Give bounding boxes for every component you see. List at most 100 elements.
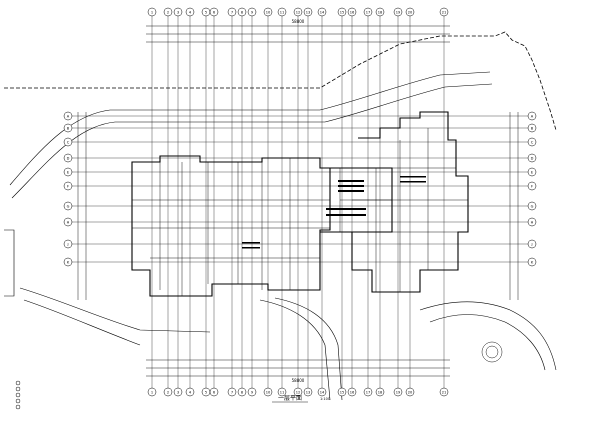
bottom-overall-dimension: 58800 <box>292 378 305 383</box>
axis-right-D-label: D <box>531 156 534 160</box>
axis-top-17-label: 17 <box>366 10 371 14</box>
axis-top-21: 21 <box>439 7 449 17</box>
axis-bottom-6: 6 <box>209 387 219 397</box>
axis-top-2-label: 2 <box>167 10 169 14</box>
axis-right-K-label: K <box>531 260 534 264</box>
axis-left-F-label: F <box>67 184 69 188</box>
axis-bottom-2: 2 <box>163 387 173 397</box>
axis-top-3: 3 <box>173 7 183 17</box>
axis-bottom-9: 9 <box>247 387 257 397</box>
axis-top-10: 10 <box>263 7 273 17</box>
drawing-title: 一层平面 <box>278 395 302 402</box>
axis-bottom-3-label: 3 <box>177 390 179 394</box>
axis-bottom-13: 13 <box>303 387 313 397</box>
drawing-scale: 1:100 <box>320 397 330 401</box>
axis-left-G-label: G <box>67 204 70 208</box>
axis-left-G: G <box>63 201 73 211</box>
axis-bottom-19: 19 <box>393 387 403 397</box>
axis-bottom-21-label: 21 <box>442 390 447 394</box>
axis-bottom-5-label: 5 <box>205 390 207 394</box>
axis-bottom-6-label: 6 <box>213 390 216 394</box>
axis-left-E: E <box>63 167 73 177</box>
stair-hatch-areas <box>242 176 426 249</box>
axis-top-16: 16 <box>347 7 357 17</box>
axis-bottom-10: 10 <box>263 387 273 397</box>
axis-bottom-15: 15 <box>337 387 347 397</box>
axis-top-13: 13 <box>303 7 313 17</box>
axis-top-13-label: 13 <box>306 10 311 14</box>
axis-right-J: J <box>527 239 537 249</box>
axis-left-A-label: A <box>67 114 70 118</box>
axis-bottom-12-label: 12 <box>296 390 301 394</box>
axis-top-21-label: 21 <box>442 10 447 14</box>
axis-top-6: 6 <box>209 7 219 17</box>
axis-bottom-3: 3 <box>173 387 183 397</box>
axis-top-11: 11 <box>277 7 287 17</box>
axis-top-10-label: 10 <box>266 10 271 14</box>
axis-top-14: 14 <box>317 7 327 17</box>
axis-left-A: A <box>63 111 73 121</box>
axis-bottom-15-label: 15 <box>340 390 345 394</box>
axis-top-6-label: 6 <box>213 10 216 14</box>
axis-right-J-label: J <box>530 242 532 246</box>
legend-symbols <box>15 380 21 410</box>
axis-right-H: H <box>527 217 537 227</box>
axis-top-19-label: 19 <box>396 10 401 14</box>
axis-bottom-17: 17 <box>363 387 373 397</box>
axis-left-D: D <box>63 153 73 163</box>
axis-bottom-7: 7 <box>227 387 237 397</box>
axis-right-B: B <box>527 123 537 133</box>
axis-top-15: 15 <box>337 7 347 17</box>
axis-bottom-4: 4 <box>185 387 195 397</box>
axis-right-E-label: E <box>531 170 534 174</box>
axis-top-16-label: 16 <box>350 10 355 14</box>
axis-left-D-label: D <box>67 156 70 160</box>
axis-bottom-20: 20 <box>405 387 415 397</box>
road-outlines <box>4 71 557 401</box>
axis-top-9-label: 9 <box>251 10 254 14</box>
side-dimension-lines <box>77 112 519 300</box>
building-walls <box>131 111 469 297</box>
drawing-title-block: 一层平面 1:100 <box>272 395 330 403</box>
axis-bottom-9-label: 9 <box>251 390 254 394</box>
horizontal-grid-lines <box>64 115 536 263</box>
axis-right-A-label: A <box>531 114 534 118</box>
axis-bottom-2-label: 2 <box>167 390 169 394</box>
axis-left-H: H <box>63 217 73 227</box>
axis-top-15-label: 15 <box>340 10 345 14</box>
axis-left-B: B <box>63 123 73 133</box>
axis-top-19: 19 <box>393 7 403 17</box>
axis-bottom-18-label: 18 <box>378 390 383 394</box>
axis-top-12-label: 12 <box>296 10 301 14</box>
axis-right-K: K <box>527 257 537 267</box>
axis-right-B-label: B <box>531 126 534 130</box>
axis-top-8: 8 <box>237 7 247 17</box>
axis-top-1-label: 1 <box>151 10 153 14</box>
axis-left-F: F <box>63 181 73 191</box>
axis-right-C-label: C <box>531 140 534 144</box>
axis-top-20-label: 20 <box>408 10 413 14</box>
axis-bottom-21: 21 <box>439 387 449 397</box>
axis-bottom-12: 12 <box>293 387 303 397</box>
axis-top-17: 17 <box>363 7 373 17</box>
axis-left-C: C <box>63 137 73 147</box>
axis-top-7-label: 7 <box>231 10 233 14</box>
axis-top-4-label: 4 <box>189 10 192 14</box>
axis-top-11-label: 11 <box>280 10 285 14</box>
axis-top-9: 9 <box>247 7 257 17</box>
axis-bottom-20-label: 20 <box>408 390 413 394</box>
vertical-grid-lines <box>151 16 445 388</box>
axis-bottom-4-label: 4 <box>189 390 192 394</box>
axis-bottom-5: 5 <box>201 387 211 397</box>
axis-bottom-8: 8 <box>237 387 247 397</box>
axis-bottom-18: 18 <box>375 387 385 397</box>
axis-top-20: 20 <box>405 7 415 17</box>
axis-right-E: E <box>527 167 537 177</box>
axis-top-3-label: 3 <box>177 10 179 14</box>
axis-right-F-label: F <box>531 184 533 188</box>
axis-top-1: 1 <box>147 7 157 17</box>
